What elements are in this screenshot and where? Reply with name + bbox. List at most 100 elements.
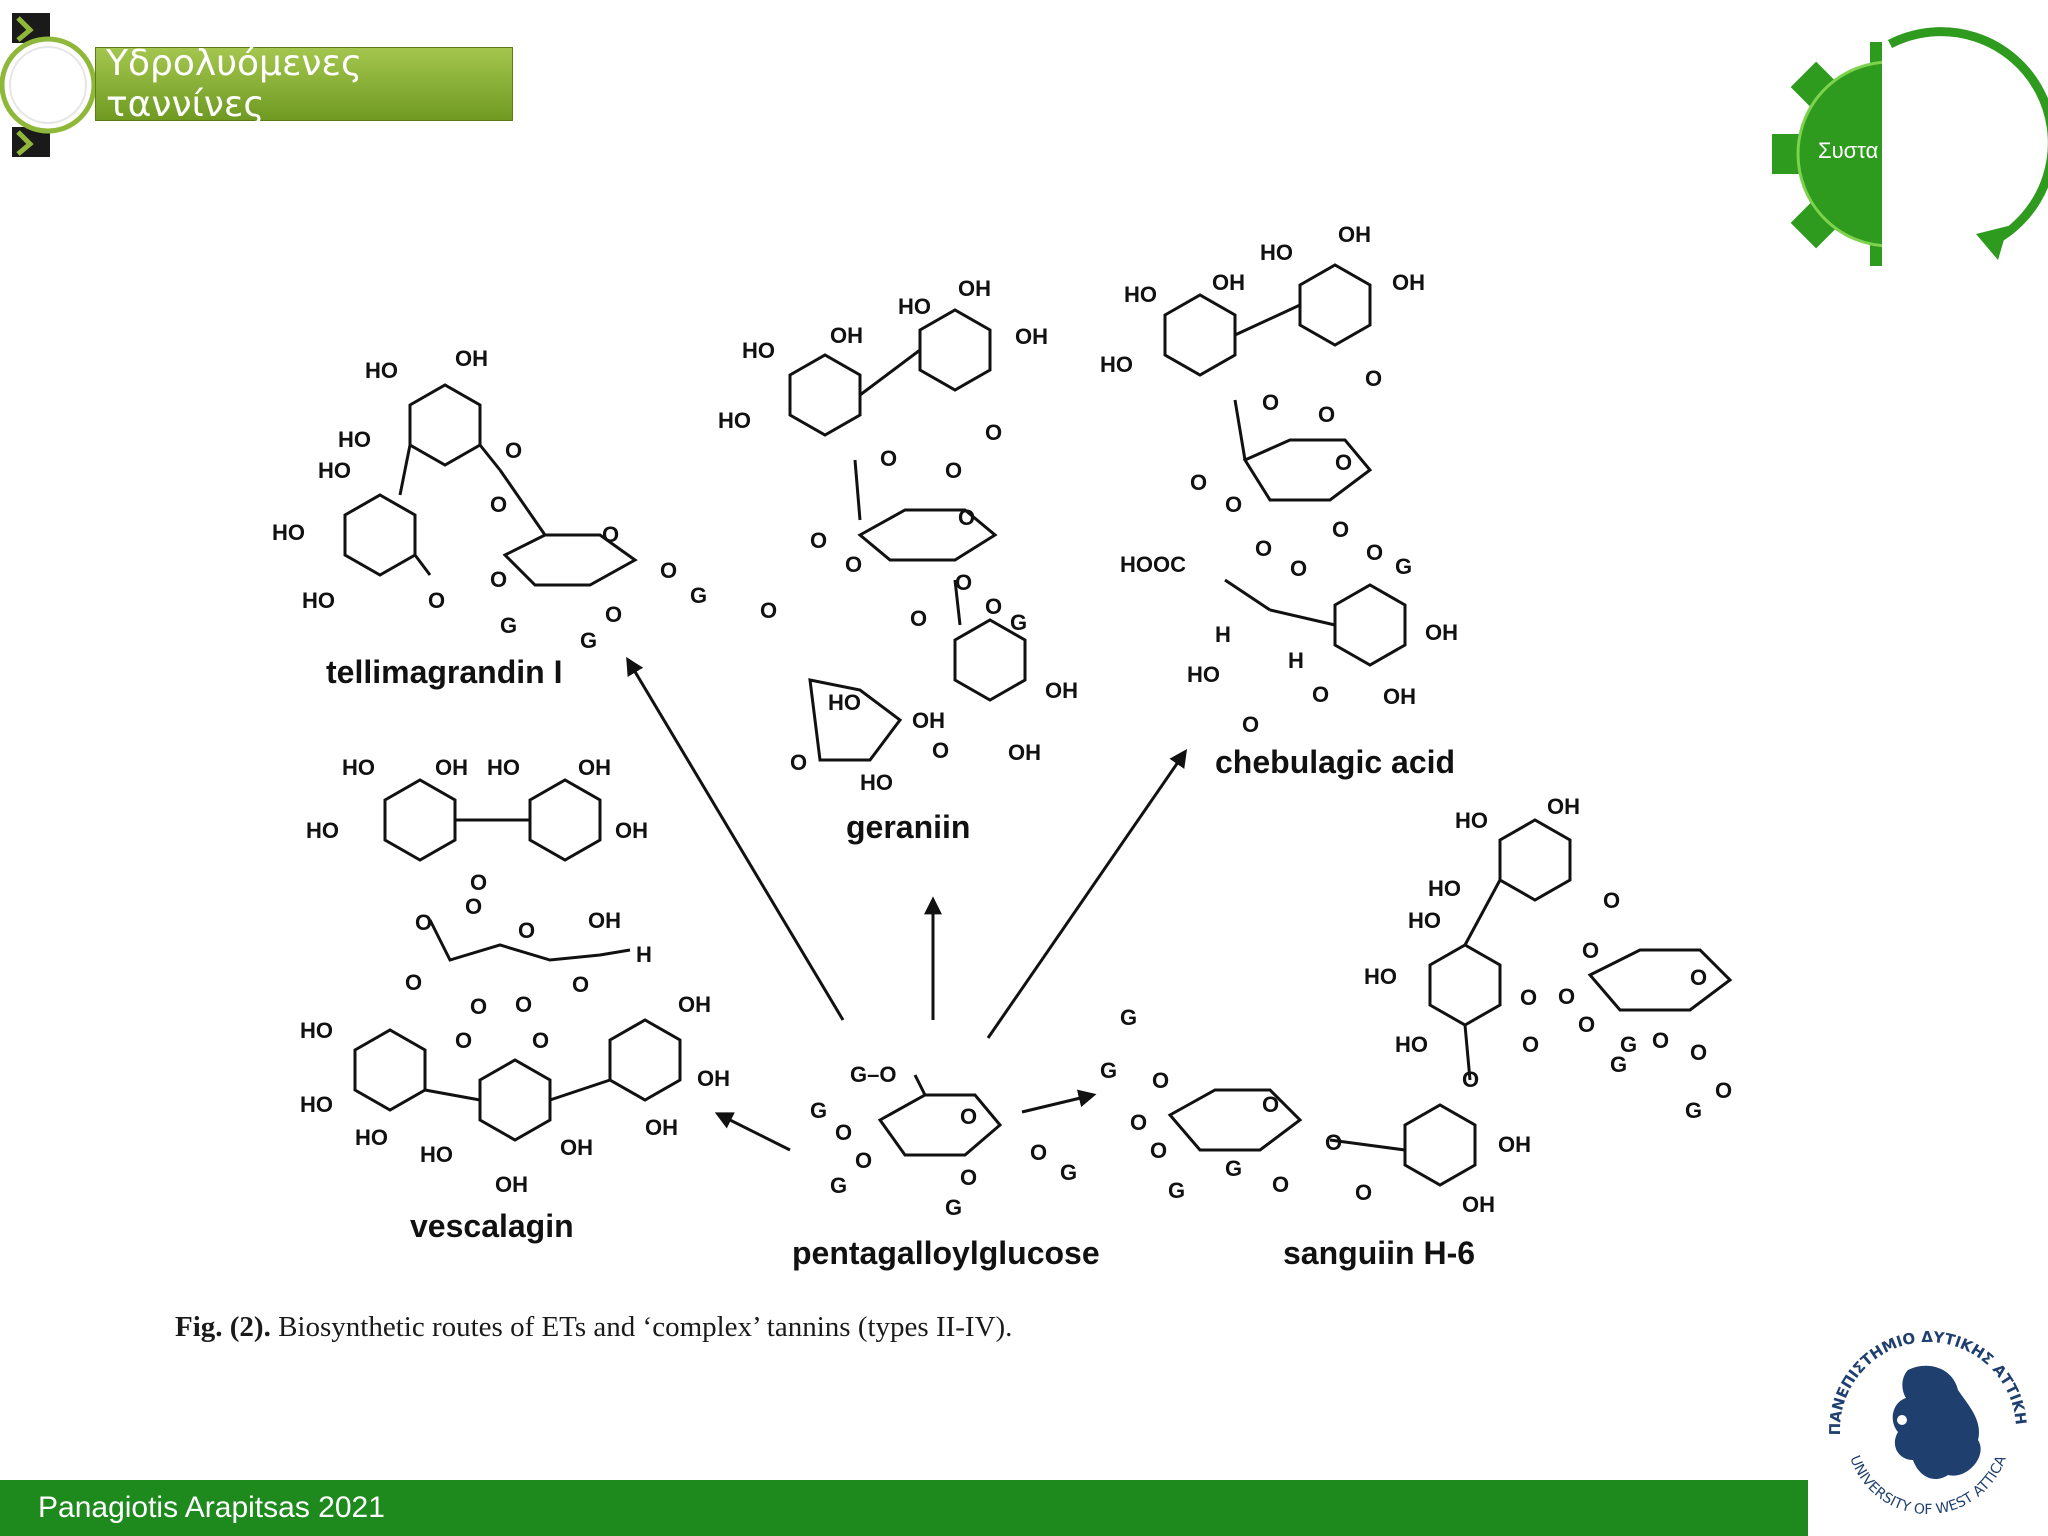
svg-text:O: O: [1312, 682, 1329, 707]
compound-name-chebulagic: chebulagic acid: [1215, 744, 1455, 780]
footer-author: Panagiotis Arapitsas 2021: [38, 1491, 385, 1524]
svg-text:OH: OH: [1392, 270, 1425, 295]
svg-text:O: O: [1690, 965, 1707, 990]
svg-text:HO: HO: [860, 770, 893, 795]
svg-text:O: O: [1462, 1067, 1479, 1092]
svg-text:OH: OH: [455, 346, 488, 371]
svg-text:O: O: [1318, 402, 1335, 427]
figure-caption-label: Fig. (2).: [175, 1311, 271, 1343]
svg-text:OH: OH: [830, 323, 863, 348]
svg-text:OH: OH: [495, 1172, 528, 1197]
footer-bar: Panagiotis Arapitsas 2021: [0, 1480, 1808, 1536]
svg-text:HO: HO: [1124, 282, 1157, 307]
gear-icon: [1772, 20, 2048, 270]
svg-text:O: O: [1290, 556, 1307, 581]
arrow-to-tellimagrandin: [626, 656, 845, 1021]
svg-text:O: O: [490, 492, 507, 517]
svg-text:O: O: [1332, 517, 1349, 542]
svg-text:O: O: [1365, 366, 1382, 391]
figure-caption: Fig. (2). Biosynthetic routes of ETs and…: [175, 1311, 1012, 1344]
svg-text:HO: HO: [420, 1142, 453, 1167]
svg-text:G: G: [945, 1195, 962, 1220]
svg-text:O: O: [985, 420, 1002, 445]
svg-text:O: O: [455, 1028, 472, 1053]
svg-text:G: G: [1168, 1178, 1185, 1203]
svg-text:HO: HO: [1187, 662, 1220, 687]
svg-text:OH: OH: [678, 992, 711, 1017]
svg-text:O: O: [1190, 470, 1207, 495]
svg-text:HO: HO: [487, 755, 520, 780]
svg-text:G: G: [1225, 1156, 1242, 1181]
svg-text:O: O: [958, 505, 975, 530]
svg-text:OH: OH: [1425, 620, 1458, 645]
svg-text:O: O: [1520, 985, 1537, 1010]
svg-text:G: G: [580, 628, 597, 653]
svg-text:O: O: [428, 588, 445, 613]
figure-caption-text: Biosynthetic routes of ETs and ‘complex’…: [270, 1311, 1013, 1343]
svg-text:O: O: [660, 558, 677, 583]
svg-text:OH: OH: [645, 1115, 678, 1140]
svg-text:G: G: [500, 613, 517, 638]
svg-text:G: G: [830, 1173, 847, 1198]
svg-text:O: O: [415, 910, 432, 935]
svg-text:HO: HO: [306, 818, 339, 843]
svg-text:HO: HO: [828, 690, 861, 715]
svg-text:HO: HO: [302, 588, 335, 613]
svg-text:O: O: [532, 1028, 549, 1053]
svg-text:OH: OH: [1015, 324, 1048, 349]
svg-text:O: O: [405, 970, 422, 995]
svg-text:OH: OH: [588, 908, 621, 933]
svg-text:O: O: [932, 738, 949, 763]
svg-text:O: O: [470, 870, 487, 895]
svg-text:HO: HO: [718, 408, 751, 433]
svg-text:OH: OH: [958, 276, 991, 301]
svg-text:OH: OH: [912, 708, 945, 733]
arrow-to-chebulagic: [986, 749, 1188, 1039]
svg-text:O: O: [1582, 938, 1599, 963]
svg-text:O: O: [605, 602, 622, 627]
svg-text:O: O: [1150, 1138, 1167, 1163]
svg-text:O: O: [790, 750, 807, 775]
svg-text:O: O: [845, 552, 862, 577]
svg-text:G: G: [1010, 610, 1027, 635]
svg-text:O: O: [1262, 390, 1279, 415]
svg-text:O: O: [490, 567, 507, 592]
svg-text:H: H: [1215, 622, 1231, 647]
svg-text:OH: OH: [615, 818, 648, 843]
svg-text:G: G: [690, 583, 707, 608]
svg-text:OH: OH: [1338, 222, 1371, 247]
svg-text:HO: HO: [365, 358, 398, 383]
svg-text:O: O: [960, 1165, 977, 1190]
svg-text:HO: HO: [1428, 876, 1461, 901]
svg-text:G: G: [810, 1098, 827, 1123]
compound-name-sanguiin: sanguiin H-6: [1283, 1235, 1475, 1271]
svg-text:OH: OH: [560, 1135, 593, 1160]
svg-text:O: O: [760, 598, 777, 623]
svg-text:H: H: [1288, 648, 1304, 673]
svg-text:G: G: [1100, 1058, 1117, 1083]
svg-text:O: O: [1225, 492, 1242, 517]
svg-text:HO: HO: [300, 1092, 333, 1117]
svg-text:OH: OH: [1212, 270, 1245, 295]
svg-text:HO: HO: [1408, 908, 1441, 933]
svg-text:O: O: [602, 522, 619, 547]
svg-text:OH: OH: [1498, 1132, 1531, 1157]
svg-text:O: O: [1272, 1172, 1289, 1197]
svg-text:HO: HO: [742, 338, 775, 363]
svg-text:O: O: [465, 894, 482, 919]
svg-text:O: O: [985, 594, 1002, 619]
compound-name-tellimagrandin: tellimagrandin I: [326, 654, 562, 690]
svg-text:OH: OH: [1045, 678, 1078, 703]
svg-text:G: G: [1620, 1032, 1637, 1057]
svg-text:HO: HO: [1395, 1032, 1428, 1057]
svg-text:G: G: [1395, 554, 1412, 579]
svg-text:O: O: [1325, 1130, 1342, 1155]
svg-text:OH: OH: [1547, 794, 1580, 819]
svg-text:O: O: [1262, 1092, 1279, 1117]
